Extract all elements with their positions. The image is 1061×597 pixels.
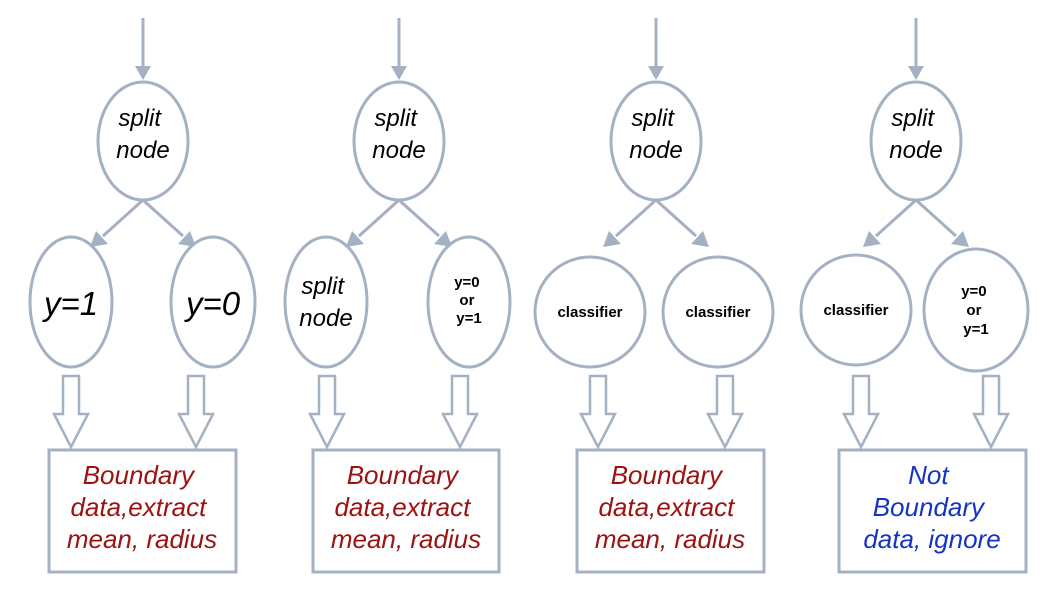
result-text: Not Boundary data, ignore	[863, 460, 1000, 554]
incoming-arrow-head	[908, 66, 924, 80]
right-leaf-node	[922, 247, 1030, 373]
right-leaf-label-line-1: y=0	[961, 283, 986, 300]
left-branch-head	[346, 231, 364, 247]
incoming-arrow-head	[648, 66, 664, 80]
left-classifier-label: classifier	[557, 304, 622, 321]
right-leaf-label: y=0	[184, 285, 241, 322]
result-box	[575, 448, 766, 574]
result-box	[47, 448, 238, 574]
left-branch-shaft	[101, 198, 145, 238]
right-branch-shaft	[141, 198, 185, 238]
result-text-line-2: data,extract	[334, 492, 472, 522]
result-text-line-3: mean, radius	[67, 524, 217, 554]
result-text-line-3: mean, radius	[331, 524, 481, 554]
right-leaf-label-line-2: or	[459, 292, 474, 309]
result-text-line-2: data,extract	[70, 492, 208, 522]
right-leaf-label-line-3: y=1	[963, 321, 988, 338]
result-text-line-1: Boundary	[611, 460, 724, 490]
root-label: split node	[372, 105, 425, 164]
diagram-3: split node classifier classifier Boundar…	[533, 18, 775, 574]
diagram-1: split node y=1 y=0 Boundary data,extract…	[28, 18, 257, 574]
left-branch-head	[90, 231, 108, 247]
left-node-label-line-2: node	[299, 305, 352, 332]
left-down-arrow	[578, 374, 618, 450]
right-classifier-label: classifier	[685, 304, 750, 321]
left-node-label-line-1: split	[301, 273, 345, 300]
left-split-node	[283, 235, 369, 369]
left-down-arrow	[307, 374, 347, 450]
right-leaf-label-line-3: y=1	[456, 310, 481, 327]
left-classifier-node	[533, 255, 647, 369]
right-branch-shaft	[397, 198, 441, 238]
result-text-line-1: Boundary	[347, 460, 460, 490]
root-label-line-1: split	[891, 105, 935, 132]
incoming-arrow-head	[391, 66, 407, 80]
result-text-line-1: Not	[908, 460, 950, 490]
right-leaf-node	[169, 235, 257, 369]
left-leaf-node	[28, 235, 114, 369]
root-label-line-1: split	[631, 105, 675, 132]
root-label-line-2: node	[889, 137, 942, 164]
result-text-line-3: data, ignore	[863, 524, 1000, 554]
root-label-line-2: node	[116, 137, 169, 164]
left-branch-head	[603, 231, 621, 247]
right-leaf-label-line-1: y=0	[454, 274, 479, 291]
left-branch-shaft	[614, 198, 658, 238]
right-branch-shaft	[914, 198, 958, 238]
root-label: split node	[116, 105, 169, 164]
right-leaf-label: y=0 or y=1	[454, 274, 484, 327]
left-down-arrow	[841, 374, 881, 450]
result-text-line-1: Boundary	[83, 460, 196, 490]
root-label-line-1: split	[118, 105, 162, 132]
right-classifier-node	[661, 255, 775, 369]
result-text: Boundary data,extract mean, radius	[595, 460, 745, 554]
right-branch-head	[691, 231, 709, 247]
result-box	[837, 448, 1028, 574]
right-down-arrow	[705, 374, 745, 450]
right-down-arrow	[176, 374, 216, 450]
right-leaf-node	[426, 235, 512, 369]
result-text-line-2: Boundary	[873, 492, 986, 522]
left-classifier-node	[799, 253, 913, 367]
result-text: Boundary data,extract mean, radius	[67, 460, 217, 554]
result-box	[311, 448, 501, 574]
result-text-line-3: mean, radius	[595, 524, 745, 554]
root-label-line-1: split	[374, 105, 418, 132]
right-branch-head	[178, 231, 196, 247]
left-branch-shaft	[874, 198, 918, 238]
diagram-4: split node classifier y=0 or y=1 Not Bou…	[799, 18, 1030, 574]
right-branch-head	[951, 231, 969, 247]
root-label: split node	[629, 105, 682, 164]
left-branch-shaft	[357, 198, 401, 238]
result-text-line-2: data,extract	[598, 492, 736, 522]
result-text: Boundary data,extract mean, radius	[331, 460, 481, 554]
right-leaf-label: y=0 or y=1	[961, 283, 991, 338]
right-leaf-label-line-2: or	[966, 302, 981, 319]
incoming-arrow-head	[135, 66, 151, 80]
root-label: split node	[889, 105, 942, 164]
right-branch-head	[434, 231, 452, 247]
root-label-line-2: node	[629, 137, 682, 164]
right-down-arrow	[971, 374, 1011, 450]
left-classifier-label: classifier	[823, 302, 888, 319]
left-node-label: split node	[299, 273, 352, 332]
diagram-2: split node split node y=0 or y=1 Boundar…	[283, 18, 512, 574]
root-label-line-2: node	[372, 137, 425, 164]
right-down-arrow	[440, 374, 480, 450]
right-branch-shaft	[654, 198, 698, 238]
left-leaf-label: y=1	[42, 285, 98, 322]
left-down-arrow	[51, 374, 91, 450]
left-branch-head	[863, 231, 881, 247]
